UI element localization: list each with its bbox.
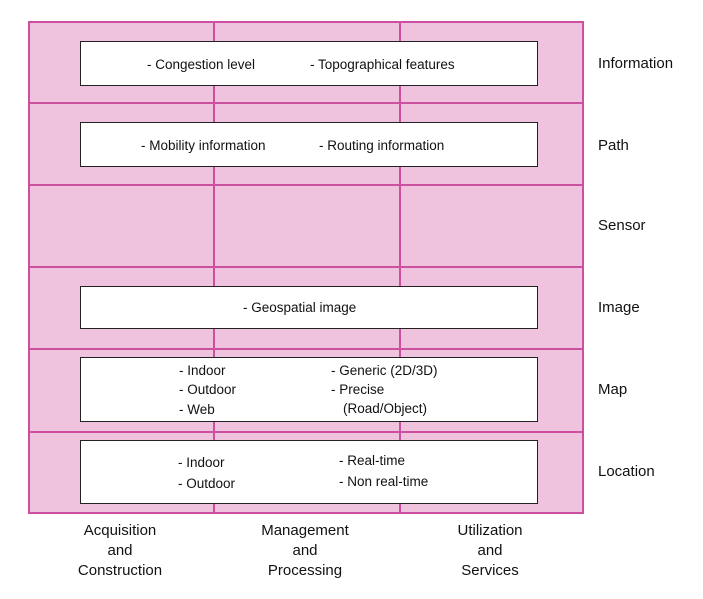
location-item-realtime: - Real-time (339, 453, 406, 468)
map-item-road-object: (Road/Object) (343, 401, 428, 416)
image-item-geospatial: - Geospatial image (243, 300, 357, 315)
map-item-outdoor: - Outdoor (179, 382, 237, 397)
row-label-path: Path (598, 137, 629, 154)
row-label-information: Information (598, 55, 674, 72)
column-label-line: Management (261, 522, 349, 539)
row-label-location: Location (598, 463, 655, 480)
map-item-precise: - Precise (331, 382, 385, 397)
row-divider-4 (30, 348, 582, 350)
column-label-utilization: Utilization and Services (400, 521, 580, 581)
location-item-indoor: - Indoor (178, 455, 225, 470)
location-item-nonrealtime: - Non real-time (339, 474, 429, 489)
row-divider-2 (30, 184, 582, 186)
image-box: - Geospatial image (80, 286, 538, 329)
layer-grid: - Congestion level - Topographical featu… (28, 21, 584, 514)
row-divider-5 (30, 431, 582, 433)
map-item-generic: - Generic (2D/3D) (331, 363, 438, 378)
column-label-line: Services (461, 562, 519, 579)
map-box: - Indoor - Outdoor - Web - Generic (2D/3… (80, 357, 538, 422)
row-label-map: Map (598, 381, 628, 398)
column-label-line: Utilization (457, 522, 523, 539)
column-label-line: Acquisition (83, 522, 157, 539)
information-box: - Congestion level - Topographical featu… (80, 41, 538, 86)
row-divider-3 (30, 266, 582, 268)
location-item-outdoor: - Outdoor (178, 476, 236, 491)
column-label-management: Management and Processing (215, 521, 395, 581)
column-label-line: Processing (267, 562, 343, 579)
row-label-image: Image (598, 299, 640, 316)
column-label-acquisition: Acquisition and Construction (30, 521, 210, 581)
column-label-line: and (292, 542, 318, 559)
path-box: - Mobility information - Routing informa… (80, 122, 538, 167)
location-box: - Indoor - Outdoor - Real-time - Non rea… (80, 440, 538, 504)
map-item-indoor: - Indoor (179, 363, 226, 378)
column-label-line: and (107, 542, 133, 559)
information-item-congestion: - Congestion level (147, 57, 256, 72)
column-label-line: Construction (77, 562, 163, 579)
row-divider-1 (30, 102, 582, 104)
path-item-mobility: - Mobility information (141, 138, 266, 153)
information-item-topographical: - Topographical features (310, 57, 455, 72)
row-label-sensor: Sensor (598, 217, 646, 234)
map-item-web: - Web (179, 402, 215, 417)
path-item-routing: - Routing information (319, 138, 445, 153)
column-label-line: and (477, 542, 503, 559)
